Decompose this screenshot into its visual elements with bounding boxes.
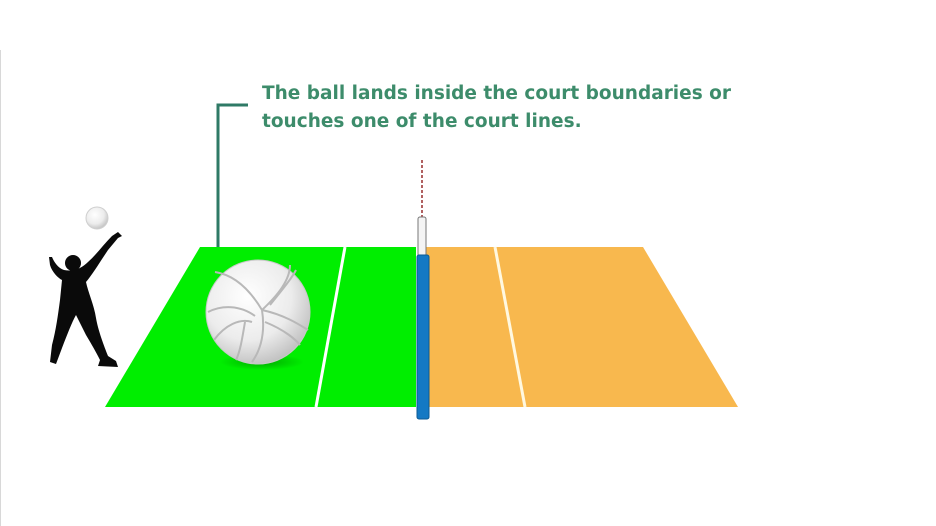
attack-line-right — [493, 246, 527, 408]
rule-caption: The ball lands inside the court boundari… — [262, 80, 782, 136]
callout-line — [216, 103, 248, 266]
player-silhouette-icon — [49, 232, 122, 367]
net-pole-icon — [416, 254, 430, 420]
receiving-court — [426, 247, 738, 407]
caption-line-1: The ball lands inside the court boundari… — [262, 83, 731, 104]
pole-top — [417, 216, 427, 258]
caption-line-2: touches one of the court lines. — [262, 111, 582, 132]
left-border — [0, 50, 1, 526]
attack-line-left — [314, 246, 347, 408]
small-volleyball-icon — [85, 206, 109, 230]
volleyball-icon — [205, 259, 311, 365]
